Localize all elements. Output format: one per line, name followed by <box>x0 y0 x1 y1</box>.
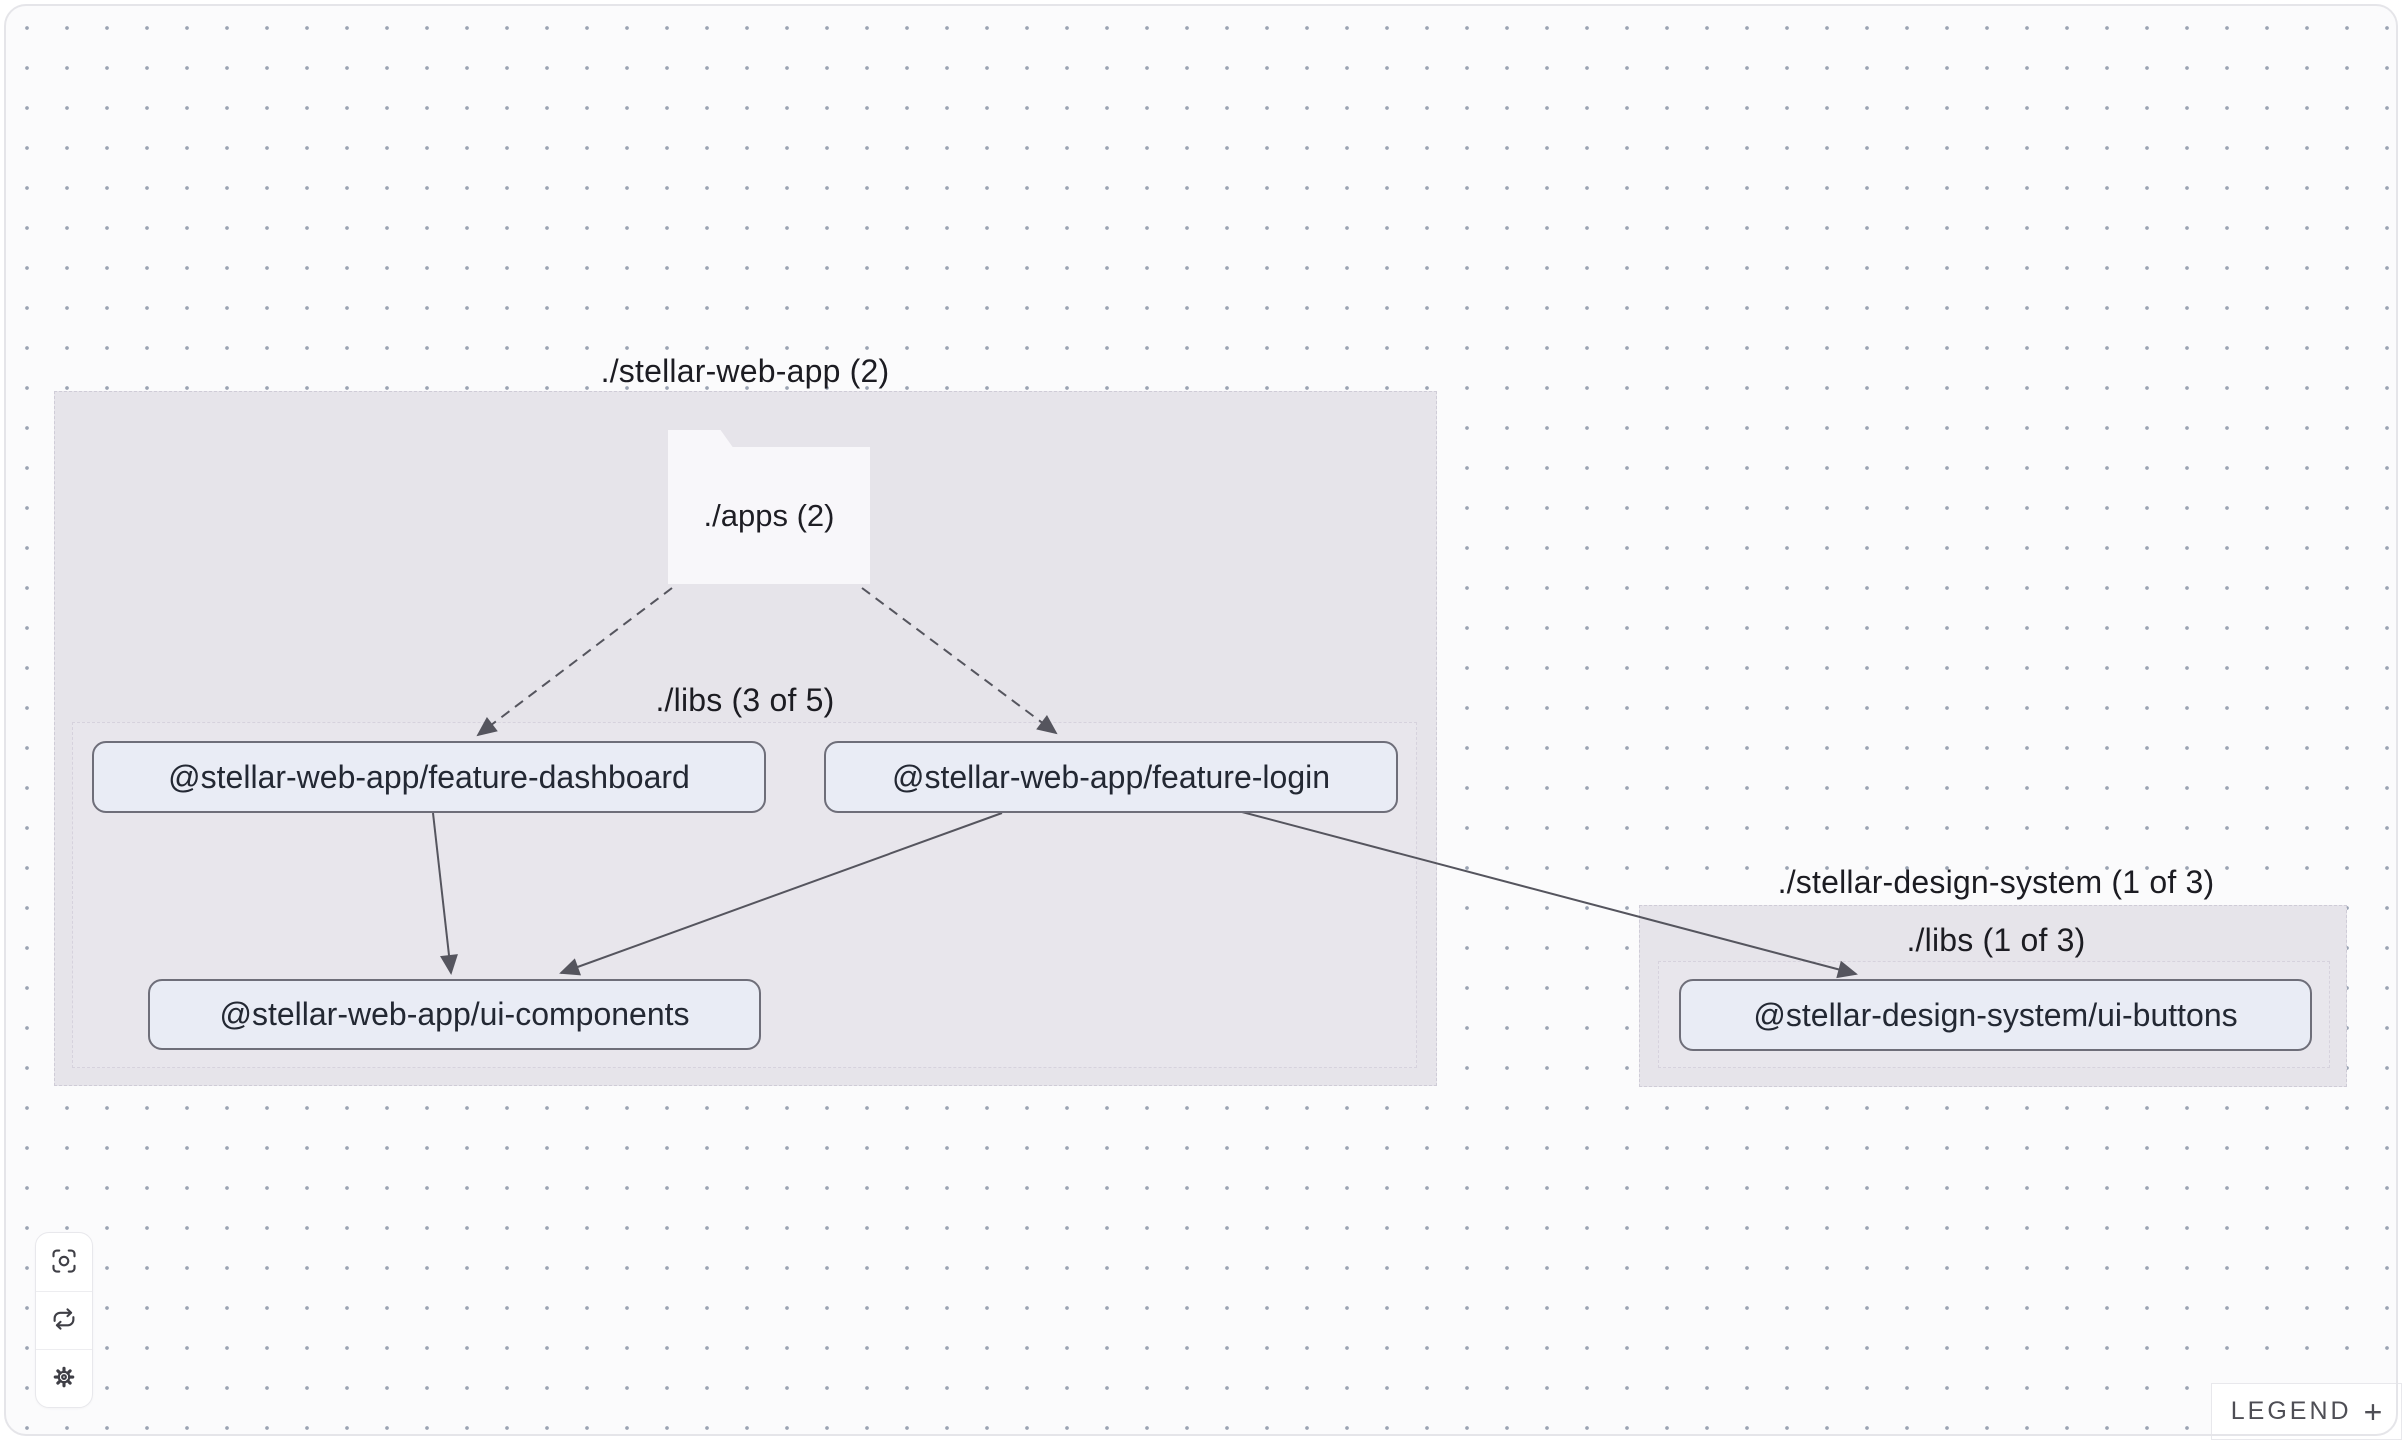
canvas-toolbar <box>35 1232 93 1408</box>
group-label-webapp-libs: ./libs (3 of 5) <box>655 682 835 718</box>
folder-node-label: ./apps (2) <box>703 497 835 533</box>
node-feature-dashboard[interactable]: @stellar-web-app/feature-dashboard <box>92 741 766 813</box>
legend-label: LEGEND <box>2230 1397 2352 1425</box>
settings-icon <box>49 1362 79 1395</box>
group-label-design-libs: ./libs (1 of 3) <box>1906 922 2086 958</box>
focus-button[interactable] <box>36 1233 92 1291</box>
legend-toggle[interactable]: LEGEND + <box>2211 1383 2402 1440</box>
focus-icon <box>49 1246 79 1279</box>
group-label-stellar-design-system: ./stellar-design-system (1 of 3) <box>1777 864 2215 900</box>
node-feature-login[interactable]: @stellar-web-app/feature-login <box>824 741 1398 813</box>
refresh-button[interactable] <box>36 1291 92 1349</box>
legend-expand-icon: + <box>2363 1393 2383 1430</box>
node-ui-buttons[interactable]: @stellar-design-system/ui-buttons <box>1679 979 2312 1051</box>
settings-button[interactable] <box>36 1349 92 1407</box>
refresh-icon <box>49 1304 79 1337</box>
folder-node-apps[interactable]: ./apps (2) <box>668 430 870 584</box>
node-ui-components[interactable]: @stellar-web-app/ui-components <box>148 979 761 1050</box>
group-label-stellar-web-app: ./stellar-web-app (2) <box>600 353 890 389</box>
